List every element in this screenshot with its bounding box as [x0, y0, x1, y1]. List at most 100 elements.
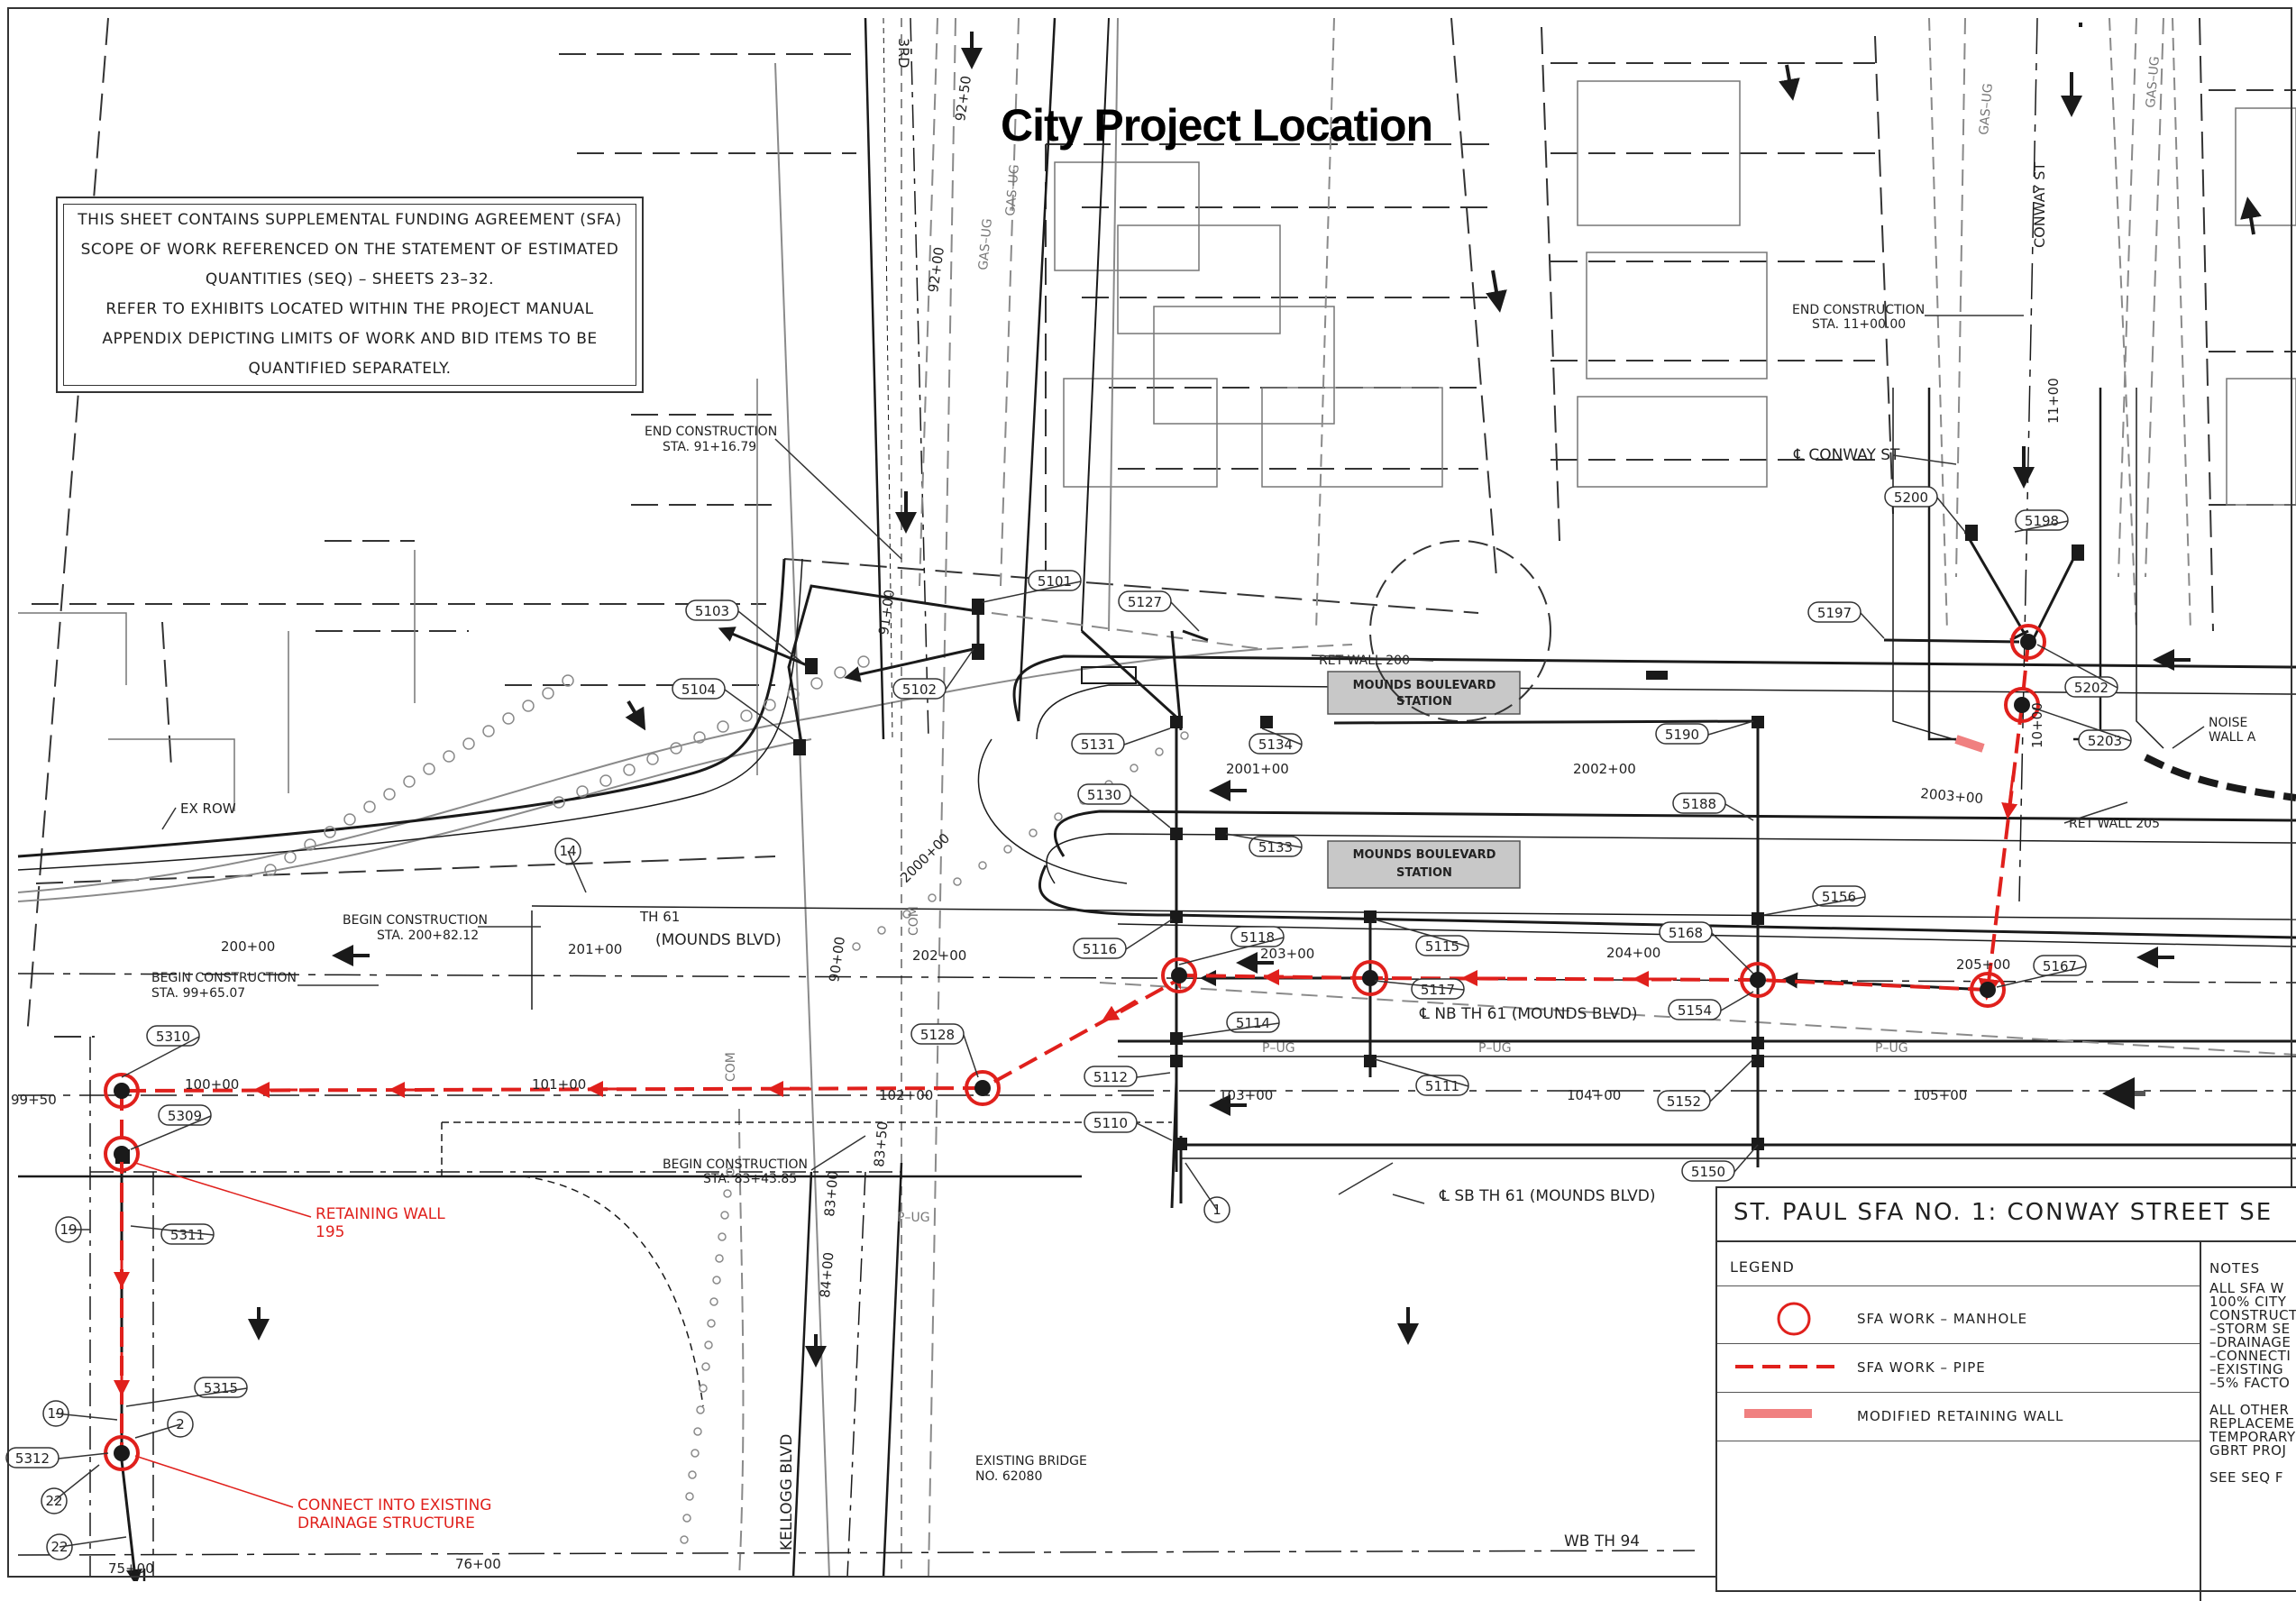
plan-label: EX ROW	[180, 800, 236, 817]
plan-label: ℄ NB TH 61 (MOUNDS BLVD)	[1419, 1005, 1637, 1023]
plan-label: BEGIN CONSTRUCTION	[151, 971, 297, 985]
structure-callout: 5101	[982, 570, 1082, 603]
svg-text:5134: 5134	[1258, 736, 1293, 753]
plan-label: STA. 200+82.12	[377, 929, 479, 943]
plan-label: NO. 62080	[975, 1469, 1042, 1484]
notes-divider	[2200, 1240, 2201, 1601]
plan-text: 92+5092+0091+0090+0084+0083+5083+002000+…	[11, 38, 2256, 1577]
svg-text:5104: 5104	[681, 682, 716, 698]
structure-squares	[115, 525, 2084, 1164]
structure-callout: 5112	[1084, 1066, 1171, 1087]
scope-note-line: SCOPE OF WORK REFERENCED ON THE STATEMEN…	[80, 241, 619, 259]
plan-label: 92+00	[925, 246, 947, 294]
svg-text:5188: 5188	[1682, 796, 1716, 812]
structure-callout: 5167	[1996, 955, 2087, 988]
structure-callout: 5197	[1807, 601, 1885, 639]
wall-legend-icon	[1744, 1409, 1812, 1418]
plan-label: CONWAY ST	[2031, 162, 2048, 248]
legend-label-wall: MODIFIED RETAINING WALL	[1857, 1408, 2064, 1424]
plan-label: BEGIN CONSTRUCTION	[663, 1157, 808, 1172]
svg-text:5103: 5103	[695, 603, 729, 619]
plan-label: TH 61	[639, 909, 680, 925]
svg-text:5150: 5150	[1691, 1164, 1725, 1180]
svg-text:5202: 5202	[2074, 680, 2108, 696]
plan-label: EXISTING BRIDGE	[975, 1454, 1087, 1468]
svg-text:5312: 5312	[15, 1450, 50, 1467]
alignment-lines	[17, 17, 2296, 1581]
plan-label: 3RD	[895, 38, 912, 69]
scope-note-line: APPENDIX DEPICTING LIMITS OF WORK AND BI…	[102, 330, 598, 348]
plan-label: 105+00	[1913, 1087, 1967, 1103]
parcel-lines	[26, 17, 2296, 1038]
plan-label: 200+00	[221, 938, 275, 955]
plan-label: P–UG	[1478, 1041, 1512, 1056]
structure-callout: 5200	[1884, 486, 1966, 533]
structure-callout: 5134	[1249, 727, 1303, 755]
plan-label: 99+50	[11, 1092, 57, 1108]
svg-text:5131: 5131	[1081, 736, 1115, 753]
plan-label: GAS–UG	[2144, 56, 2163, 109]
legend-separator	[1717, 1392, 2200, 1393]
structure-callout: 5150	[1681, 1144, 1759, 1182]
legend-label-pipe: SFA WORK – PIPE	[1857, 1359, 1986, 1376]
title-block: ST. PAUL SFA NO. 1: CONWAY STREET SE LEG…	[1715, 1186, 2296, 1601]
structure-callout: 5315	[125, 1377, 248, 1407]
numbered-callout: 2	[134, 1411, 194, 1439]
svg-text:5114: 5114	[1236, 1015, 1270, 1031]
plan-label: 100+00	[185, 1076, 239, 1093]
plan-label: 76+00	[455, 1556, 501, 1572]
svg-text:5200: 5200	[1894, 489, 1928, 506]
svg-text:5112: 5112	[1093, 1069, 1128, 1085]
plan-label: P–UG	[897, 1211, 930, 1225]
plan-label: 101+00	[532, 1076, 586, 1093]
structure-callout: 5309	[130, 1104, 212, 1150]
station-platforms	[1327, 540, 1551, 889]
structure-callout: 5168	[1659, 921, 1754, 974]
svg-text:5310: 5310	[156, 1029, 190, 1045]
plan-label: P–UG	[1875, 1041, 1908, 1056]
structure-callout: 5114	[1182, 1011, 1280, 1038]
plan-label: STA. 91+16.79	[663, 440, 756, 454]
svg-text:5118: 5118	[1240, 929, 1275, 946]
plan-label: KELLOGG BLVD	[778, 1434, 796, 1551]
structure-callout: 5133	[1225, 833, 1303, 857]
plan-label: 83+50	[871, 1121, 891, 1167]
modified-retaining-wall	[1954, 735, 1985, 753]
sfa-manhole	[965, 1070, 1001, 1106]
sfa-manhole	[104, 1136, 140, 1172]
sfa-manhole	[104, 1073, 140, 1109]
structure-callout: 5152	[1657, 1058, 1754, 1112]
sfa-manhole	[1161, 957, 1197, 993]
sfa-manhole	[1352, 960, 1388, 996]
sfa-manhole	[1970, 972, 2006, 1008]
plan-label: STATION	[1396, 866, 1452, 880]
plan-label: 90+00	[826, 936, 848, 983]
plan-label: ℄ SB TH 61 (MOUNDS BLVD)	[1439, 1187, 1656, 1205]
structure-callout: 5103	[685, 599, 803, 663]
structure-callout: 5198	[2014, 509, 2069, 533]
sfa-manholes	[104, 624, 2046, 1471]
plan-label: GAS–UG	[976, 218, 995, 271]
plan-label: NOISE	[2209, 716, 2247, 730]
scope-note-box: THIS SHEET CONTAINS SUPPLEMENTAL FUNDING…	[56, 197, 644, 393]
structure-callout: 5111	[1374, 1058, 1469, 1096]
plan-label: 84+00	[817, 1251, 837, 1298]
page-title: City Project Location	[1001, 100, 1433, 151]
structure-callout: 5116	[1073, 919, 1173, 959]
svg-text:5127: 5127	[1128, 594, 1162, 610]
notes-title: NOTES	[2209, 1260, 2261, 1276]
title-divider	[1717, 1240, 2296, 1242]
sfa-manhole	[2004, 687, 2040, 723]
numbered-callout: 19	[42, 1400, 118, 1427]
structure-callout: 5102	[892, 648, 974, 700]
svg-text:5190: 5190	[1665, 727, 1699, 743]
retaining-wall-label: RETAINING WALL	[316, 1205, 445, 1223]
plan-label: 10+00	[2029, 702, 2045, 748]
plan-label: WB TH 94	[1564, 1532, 1640, 1551]
scope-note-line: QUANTIFIED SEPARATELY.	[248, 360, 452, 378]
plan-label: GAS–UG	[1003, 164, 1022, 217]
connect-label: DRAINAGE STRUCTURE	[297, 1514, 475, 1532]
scope-note-line: THIS SHEET CONTAINS SUPPLEMENTAL FUNDING…	[78, 211, 622, 229]
svg-text:5156: 5156	[1822, 889, 1856, 905]
plan-label: 102+00	[879, 1087, 933, 1103]
